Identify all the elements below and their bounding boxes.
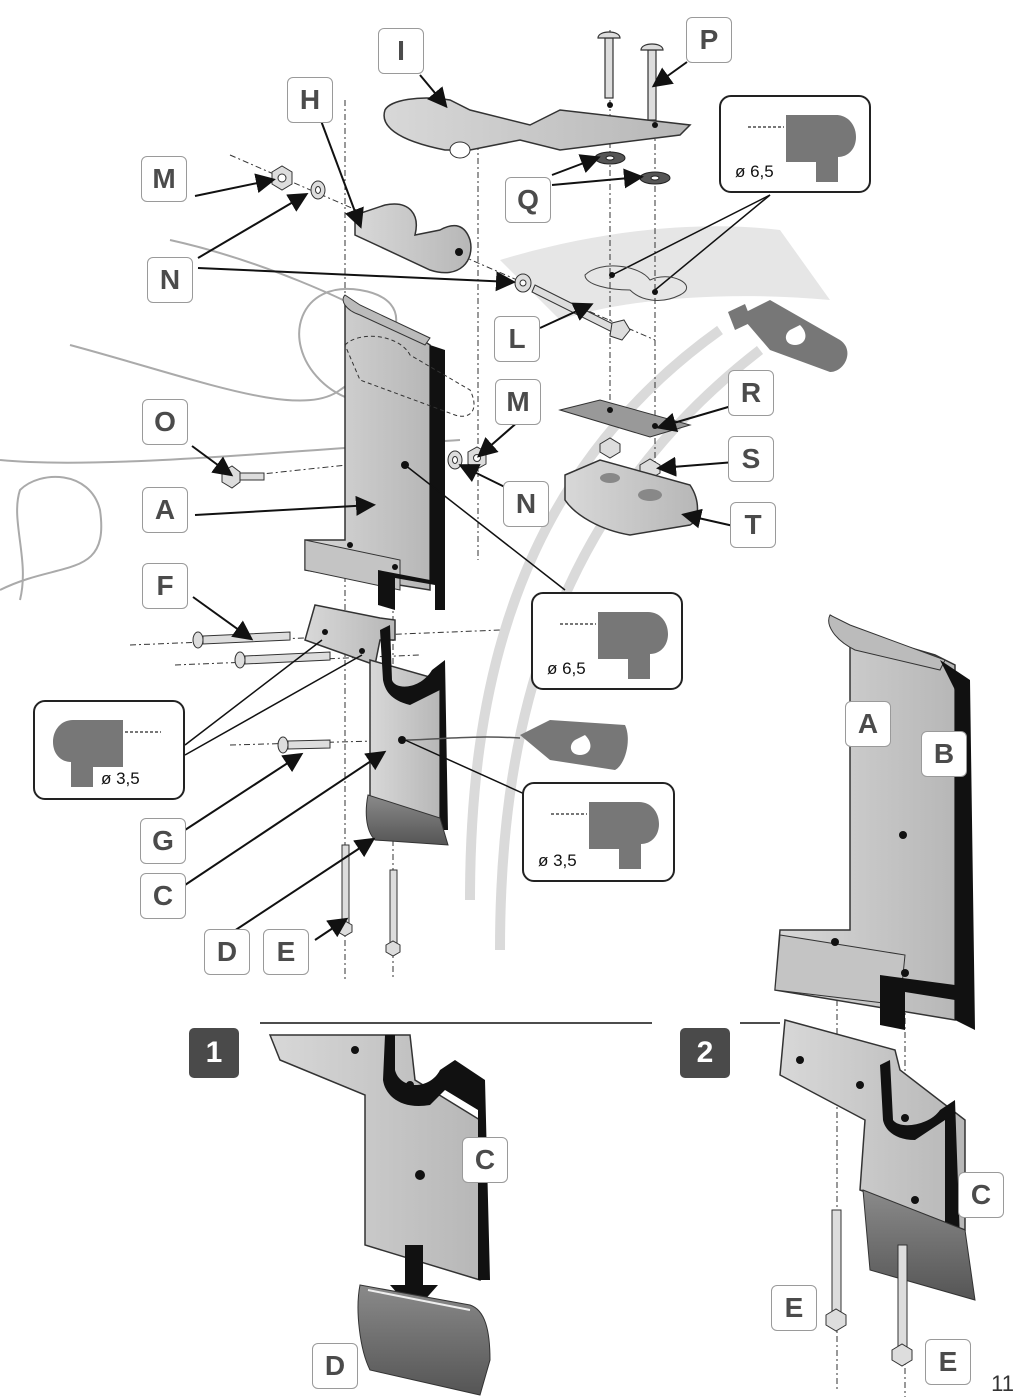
label-o: O	[142, 399, 188, 445]
label-e-step2-right: E	[925, 1339, 971, 1385]
label-d-step1: D	[312, 1343, 358, 1389]
label-c-step2: C	[958, 1172, 1004, 1218]
drill-icon	[560, 612, 668, 679]
label-e: E	[263, 929, 309, 975]
drill-targets	[584, 265, 688, 301]
label-a: A	[142, 487, 188, 533]
nut-m-top	[271, 165, 326, 200]
label-m-top: M	[141, 156, 187, 202]
part-d-rubber-insert	[365, 794, 449, 846]
bolts-e-main	[337, 844, 401, 957]
label-a-step2: A	[845, 701, 891, 747]
assembled-part-a-b	[774, 614, 975, 1030]
assembled-part-d-step1	[357, 1284, 491, 1396]
step-1-badge: 1	[189, 1028, 239, 1078]
glue-tube-icon	[728, 300, 848, 372]
label-f: F	[142, 563, 188, 609]
drill-diameter: ø 6,5	[735, 162, 774, 181]
step-2-badge: 2	[680, 1028, 730, 1078]
part-h-bracket	[354, 203, 472, 274]
label-m-mid: M	[495, 379, 541, 425]
label-n-mid: N	[503, 481, 549, 527]
label-d: D	[204, 929, 250, 975]
label-c-step1: C	[462, 1137, 508, 1183]
label-l: L	[494, 316, 540, 362]
glue-tube-icon	[520, 720, 628, 770]
washers-q	[594, 151, 671, 185]
drill-callout-mid: ø 6,5	[531, 592, 683, 690]
label-n-top: N	[147, 257, 193, 303]
drill-callout-left: ø 3,5	[33, 700, 185, 800]
ghost-outline-h	[344, 335, 475, 417]
label-s: S	[728, 436, 774, 482]
part-c-rail	[304, 604, 448, 830]
bolts-e-right	[825, 1209, 913, 1367]
drill-icon	[53, 720, 161, 787]
label-b-step2: B	[921, 731, 967, 777]
nut-m-mid	[447, 446, 487, 470]
drill-callout-top-right: ø 6,5	[719, 95, 871, 193]
drill-icon	[551, 802, 659, 869]
part-t-block	[564, 459, 699, 536]
label-q: Q	[505, 177, 551, 223]
drill-diameter: ø 6,5	[547, 659, 586, 678]
leader-lines	[184, 61, 739, 941]
part-i-hinge-plate	[383, 97, 692, 159]
bolt-o	[221, 465, 265, 489]
label-h: H	[287, 77, 333, 123]
label-c: C	[140, 873, 186, 919]
drill-icon	[748, 115, 856, 182]
assembled-part-c-right	[779, 1019, 976, 1301]
drill-callout-bottom: ø 3,5	[522, 782, 675, 882]
label-t: T	[730, 502, 776, 548]
drill-diameter: ø 3,5	[538, 851, 577, 870]
callout-leaders	[184, 194, 780, 1024]
label-i: I	[378, 28, 424, 74]
drill-diameter: ø 3,5	[101, 769, 140, 788]
label-p: P	[686, 17, 732, 63]
part-a-main-bracket	[304, 294, 445, 610]
assembled-part-c-step1	[268, 1034, 490, 1282]
screw-g	[277, 736, 331, 754]
label-e-step2-left: E	[771, 1285, 817, 1331]
deck-shadow	[500, 226, 830, 320]
label-r: R	[728, 370, 774, 416]
label-g: G	[140, 818, 186, 864]
axis-lines	[129, 30, 906, 1397]
page-number: 11	[991, 1371, 1014, 1396]
